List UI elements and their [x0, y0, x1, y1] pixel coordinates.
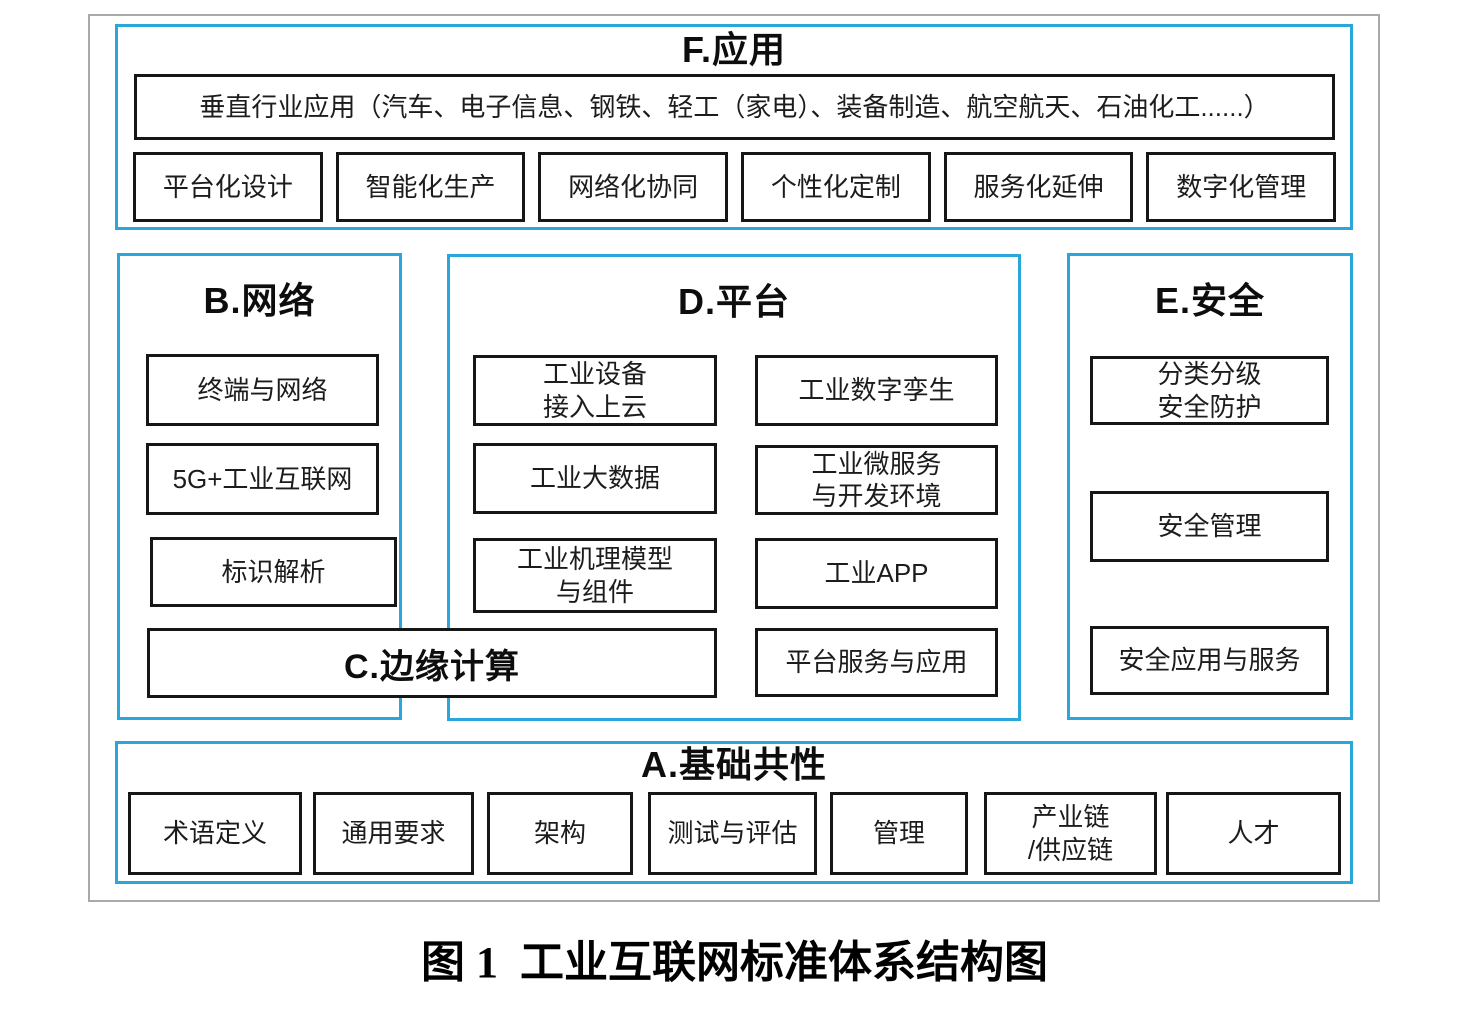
e-item-security-app-service: 安全应用与服务	[1090, 626, 1329, 695]
e-item-security-management: 安全管理	[1090, 491, 1329, 562]
b-item-5g-industrial-internet: 5G+工业互联网	[146, 443, 379, 515]
d-item-industrial-digital-twin: 工业数字孪生	[755, 355, 998, 426]
a-item-industry-supply-chain: 产业链 /供应链	[984, 792, 1157, 875]
b-item-terminal-and-network: 终端与网络	[146, 354, 379, 426]
f-items-row: 平台化设计 智能化生产 网络化协同 个性化定制 服务化延伸 数字化管理	[133, 152, 1337, 222]
d-item-industrial-big-data: 工业大数据	[473, 443, 717, 514]
a-item-architecture: 架构	[487, 792, 633, 875]
section-e-security: E.安全 分类分级 安全防护 安全管理 安全应用与服务	[1067, 253, 1353, 720]
section-e-title: E.安全	[1154, 280, 1265, 321]
d-item-microservice-dev-environment: 工业微服务 与开发环境	[755, 445, 998, 515]
figure-caption: 图 1 工业互联网标准体系结构图	[421, 938, 1048, 987]
section-f-title: F.应用	[681, 29, 786, 70]
f-item-digital-management: 数字化管理	[1146, 152, 1337, 222]
a-item-talent: 人才	[1166, 792, 1341, 875]
d-item-platform-service-application: 平台服务与应用	[755, 628, 998, 697]
e-item-classified-security-protection: 分类分级 安全防护	[1090, 356, 1329, 425]
d-item-industrial-app: 工业APP	[755, 538, 998, 609]
f-item-intelligent-production: 智能化生产	[335, 152, 526, 222]
a-item-testing-evaluation: 测试与评估	[648, 792, 817, 875]
f-item-service-extension: 服务化延伸	[943, 152, 1134, 222]
section-f-application: F.应用 垂直行业应用（汽车、电子信息、钢铁、轻工（家电）、装备制造、航空航天、…	[115, 24, 1353, 230]
d-item-mechanism-model-components: 工业机理模型 与组件	[473, 538, 717, 613]
a-item-general-requirements: 通用要求	[313, 792, 474, 875]
f-item-platform-design: 平台化设计	[133, 152, 323, 222]
d-item-equipment-cloud-access: 工业设备 接入上云	[473, 355, 717, 426]
section-d-platform: D.平台 工业设备 接入上云 工业大数据 工业机理模型 与组件 工业数字孪生 工…	[447, 254, 1021, 721]
vertical-industry-apps-box: 垂直行业应用（汽车、电子信息、钢铁、轻工（家电）、装备制造、航空航天、石油化工.…	[134, 74, 1335, 140]
a-item-terminology: 术语定义	[128, 792, 302, 875]
section-b-title: B.网络	[203, 280, 316, 321]
section-a-common-foundation: A.基础共性 术语定义 通用要求 架构 测试与评估 管理 产业链 /供应链 人才	[115, 741, 1353, 884]
a-item-management: 管理	[830, 792, 968, 875]
section-c-edge-computing: C.边缘计算	[147, 628, 717, 698]
section-d-title: D.平台	[677, 281, 790, 322]
f-item-personalized-customization: 个性化定制	[741, 152, 931, 222]
f-item-networked-collaboration: 网络化协同	[538, 152, 729, 222]
section-a-title: A.基础共性	[640, 744, 827, 785]
b-item-identifier-resolution: 标识解析	[150, 537, 397, 607]
